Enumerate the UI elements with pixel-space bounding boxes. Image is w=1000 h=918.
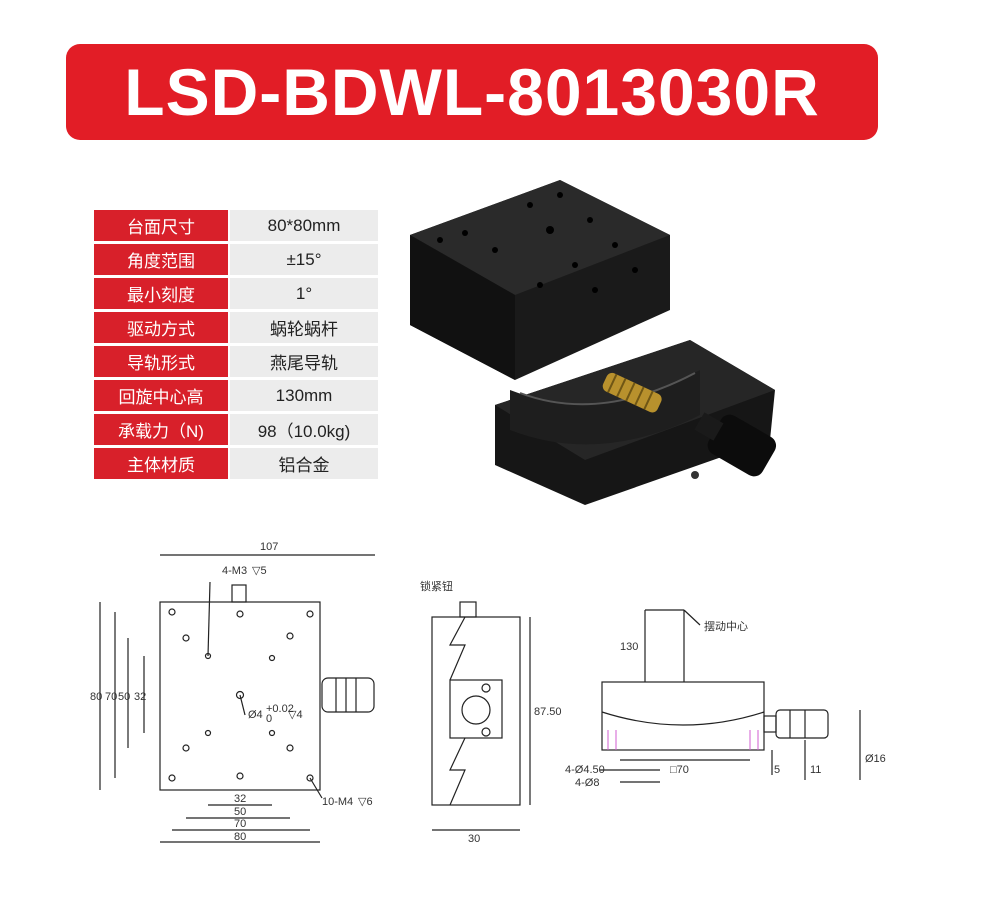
dim-v70: 70 xyxy=(105,691,117,703)
note-lock-knob: 锁紧钮 xyxy=(420,579,453,593)
spec-label: 台面尺寸 xyxy=(94,210,230,244)
spec-value: ±15° xyxy=(230,244,378,278)
dim-5: 5 xyxy=(774,764,780,776)
spec-label: 导轨形式 xyxy=(94,346,230,380)
front-view-drawing xyxy=(600,609,861,783)
note-m4-holes: 10-M4 xyxy=(322,796,353,808)
note-m4-depth: ▽6 xyxy=(358,796,373,808)
dim-height-8750: 87.50 xyxy=(534,706,562,718)
dim-h32: 32 xyxy=(234,793,246,805)
note-holes-450: 4-Ø4.50 xyxy=(565,764,605,776)
spec-value: 蜗轮蜗杆 xyxy=(230,312,378,346)
dim-width-30: 30 xyxy=(468,833,480,845)
spec-row: 角度范围±15° xyxy=(94,244,378,278)
spec-value: 98（10.0kg) xyxy=(230,414,378,448)
front-view-hidden-holes xyxy=(607,730,759,750)
dim-d16: Ø16 xyxy=(865,753,886,765)
spec-value: 80*80mm xyxy=(230,210,378,244)
spec-value: 燕尾导轨 xyxy=(230,346,378,380)
dim-h70: 70 xyxy=(234,818,246,830)
spec-row: 主体材质铝合金 xyxy=(94,448,378,482)
dim-107: 107 xyxy=(260,541,278,553)
dim-v50: 50 xyxy=(118,691,130,703)
title-banner: LSD-BDWL-8013030R xyxy=(66,44,878,140)
note-m3-holes: 4-M3 xyxy=(222,565,247,577)
dim-11: 11 xyxy=(810,764,821,776)
dim-span-70: □70 xyxy=(670,764,689,776)
note-swing-center: 摆动中心 xyxy=(704,619,748,633)
spec-label: 驱动方式 xyxy=(94,312,230,346)
spec-value: 130mm xyxy=(230,380,378,414)
dim-v80: 80 xyxy=(90,691,102,703)
spec-label: 最小刻度 xyxy=(94,278,230,312)
spec-row: 导轨形式燕尾导轨 xyxy=(94,346,378,380)
spec-label: 主体材质 xyxy=(94,448,230,482)
spec-label: 角度范围 xyxy=(94,244,230,278)
technical-drawings: 107 4-M3 ▽5 Ø4 +0.02 0 ▽4 10-M4 ▽6 80 70… xyxy=(90,541,886,845)
dim-h50: 50 xyxy=(234,806,246,818)
note-holes-8: 4-Ø8 xyxy=(575,777,599,789)
spec-value: 铝合金 xyxy=(230,448,378,482)
spec-label: 承载力（N) xyxy=(94,414,230,448)
note-center-depth: ▽4 xyxy=(288,709,303,721)
side-view-drawing xyxy=(431,601,531,831)
spec-row: 承载力（N)98（10.0kg) xyxy=(94,414,378,448)
product-photo xyxy=(410,180,777,505)
dim-h80: 80 xyxy=(234,831,246,843)
dim-130: 130 xyxy=(620,641,638,653)
spec-row: 驱动方式蜗轮蜗杆 xyxy=(94,312,378,346)
top-view-drawing xyxy=(99,554,375,843)
product-model-title: LSD-BDWL-8013030R xyxy=(124,55,820,129)
note-m3-depth: ▽5 xyxy=(252,565,267,577)
spec-value: 1° xyxy=(230,278,378,312)
dim-v32: 32 xyxy=(134,691,146,703)
note-center-hole: Ø4 xyxy=(248,709,263,721)
note-center-tol-top: +0.02 xyxy=(266,703,294,715)
spec-label: 回旋中心高 xyxy=(94,380,230,414)
note-center-tol-bot: 0 xyxy=(266,713,272,725)
